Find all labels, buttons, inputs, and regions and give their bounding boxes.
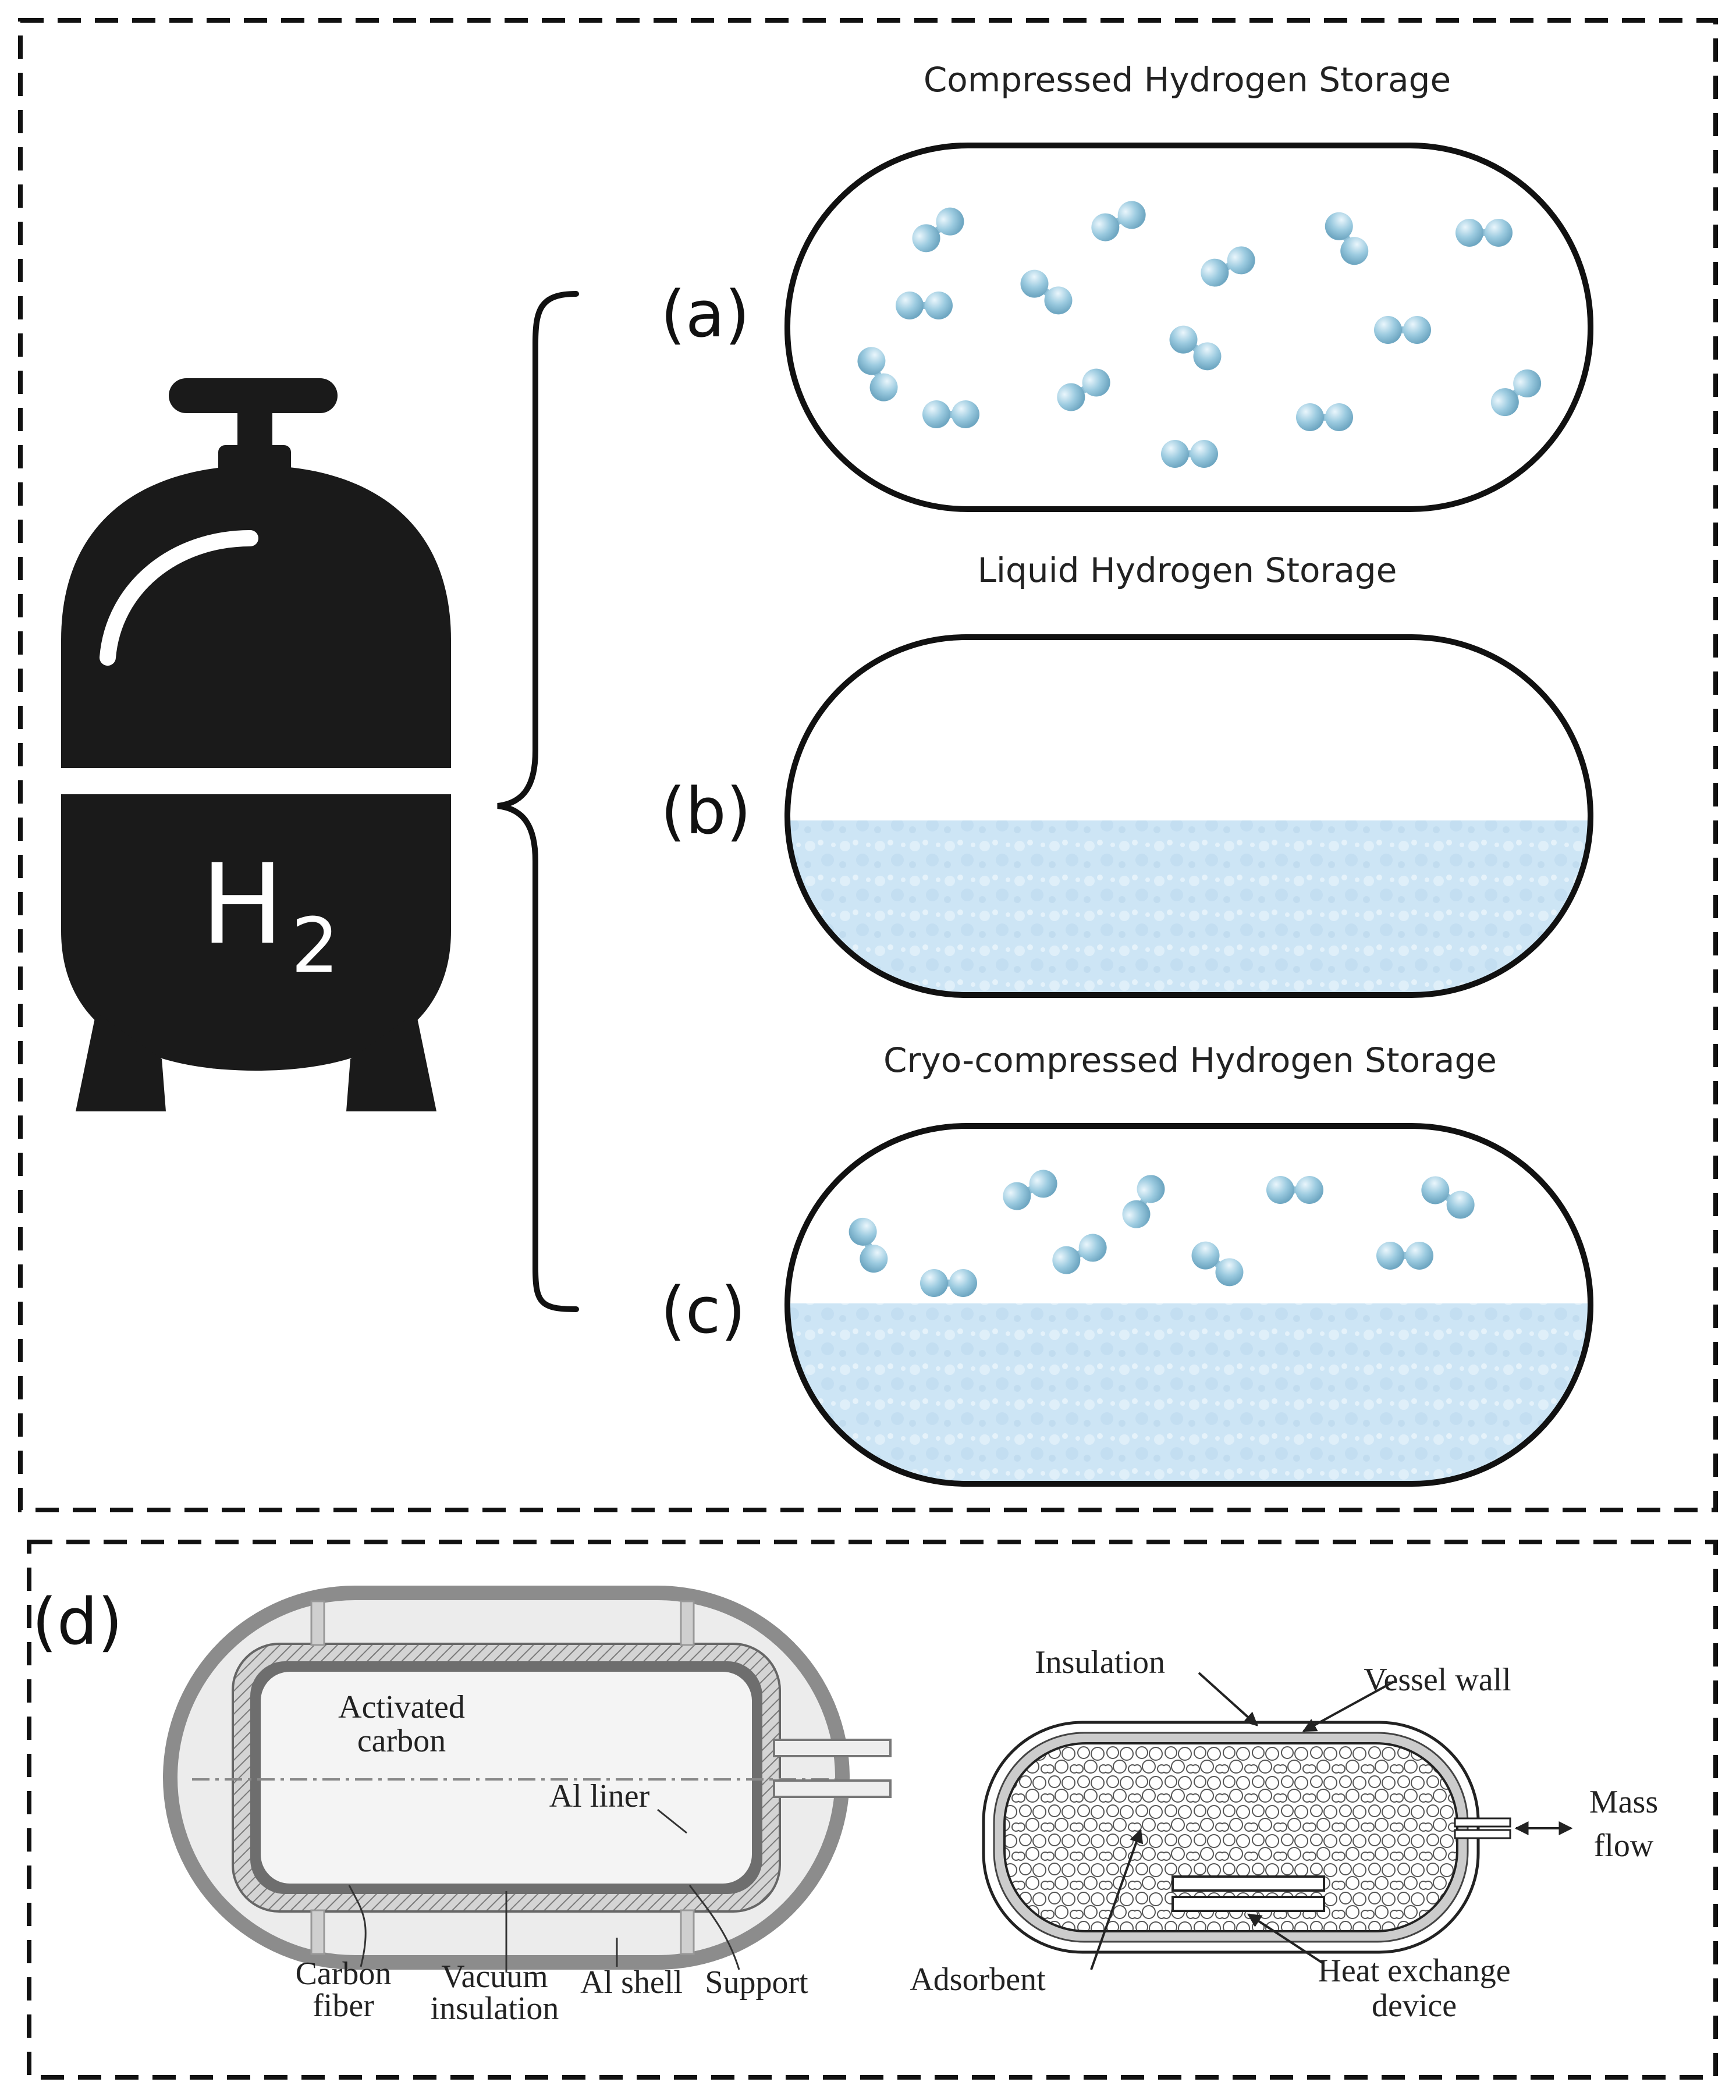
- label-al-shell: Al shell: [580, 1964, 683, 2000]
- panel-c-letter: (c): [661, 1273, 745, 1348]
- label-insulation: Insulation: [1035, 1644, 1165, 1680]
- panel-c-liquid: [787, 1303, 1591, 1484]
- h2-molecule: [1003, 1170, 1057, 1210]
- h2-molecule: [1169, 325, 1222, 371]
- label-heat-exchange-line1: Heat exchange: [1318, 1953, 1510, 1989]
- h2-molecule: [857, 347, 898, 401]
- label-carbon-fiber-line1: Carbon: [296, 1956, 392, 1992]
- panel-b-letter: (b): [661, 774, 751, 848]
- label-vacuum-insulation-line2: insulation: [431, 1991, 559, 2027]
- label-heat-exchange-line2: device: [1372, 1988, 1457, 2024]
- label-vacuum-insulation-line1: Vacuum: [441, 1959, 548, 1995]
- h2-molecule: [1191, 1241, 1244, 1287]
- panel-c-title: Cryo-compressed Hydrogen Storage: [883, 1040, 1497, 1080]
- curly-brace: [497, 291, 579, 1312]
- label-al-liner: Al liner: [549, 1778, 650, 1814]
- h2-molecule: [1201, 246, 1255, 287]
- right-adsorbent-vessel: [982, 1672, 1573, 1970]
- tank-label-h: H: [201, 840, 284, 969]
- panel-a-molecules: [857, 201, 1542, 468]
- h2-molecule: [912, 207, 964, 253]
- h2-molecule: [1266, 1176, 1323, 1204]
- h2-molecule: [849, 1217, 888, 1273]
- h2-molecule: [1052, 1234, 1107, 1274]
- tank-label-subscript: 2: [291, 901, 339, 990]
- panel-c-molecules: [849, 1170, 1475, 1297]
- h2-molecule: [920, 1269, 977, 1297]
- label-vessel-wall: Vessel wall: [1364, 1662, 1511, 1698]
- h2-molecule: [1020, 269, 1073, 315]
- bottom-panel-frame: [27, 1540, 1718, 2080]
- panel-a-letter: (a): [661, 277, 750, 351]
- h2-molecule: [1376, 1242, 1433, 1270]
- h2-molecule: [1122, 1175, 1165, 1228]
- h2-molecule: [1421, 1176, 1475, 1219]
- h2-molecule: [1296, 403, 1353, 431]
- panel-d-letter: (d): [32, 1584, 123, 1659]
- panel-b-title: Liquid Hydrogen Storage: [978, 550, 1397, 590]
- panel-a-title: Compressed Hydrogen Storage: [924, 60, 1451, 100]
- left-tank-cross-section: [163, 1586, 892, 1973]
- label-mass-flow-line1: Mass: [1589, 1784, 1658, 1820]
- h2-molecule: [1490, 369, 1542, 417]
- top-panel-frame: [18, 18, 1718, 1512]
- h2-molecule: [896, 292, 953, 319]
- h2-molecule: [1455, 219, 1513, 247]
- h2-molecule: [922, 400, 979, 428]
- label-adsorbent: Adsorbent: [910, 1962, 1046, 1998]
- panel-b-liquid: [787, 820, 1591, 995]
- h2-molecule: [1374, 316, 1431, 344]
- label-mass-flow-line2: flow: [1594, 1828, 1654, 1864]
- hydrogen-tank-icon: H 2: [61, 378, 451, 1111]
- h2-molecule: [1325, 212, 1369, 265]
- label-activated-carbon-line1: Activated: [338, 1689, 465, 1725]
- h2-molecule: [1091, 201, 1146, 241]
- label-activated-carbon-line2: carbon: [357, 1723, 446, 1759]
- h2-molecule: [1161, 440, 1218, 468]
- h2-molecule: [1057, 368, 1110, 411]
- label-carbon-fiber-line2: fiber: [313, 1988, 374, 2024]
- panel-b-vessel: [784, 634, 1593, 998]
- label-support: Support: [705, 1964, 808, 2000]
- panel-c-vessel: [784, 1123, 1593, 1487]
